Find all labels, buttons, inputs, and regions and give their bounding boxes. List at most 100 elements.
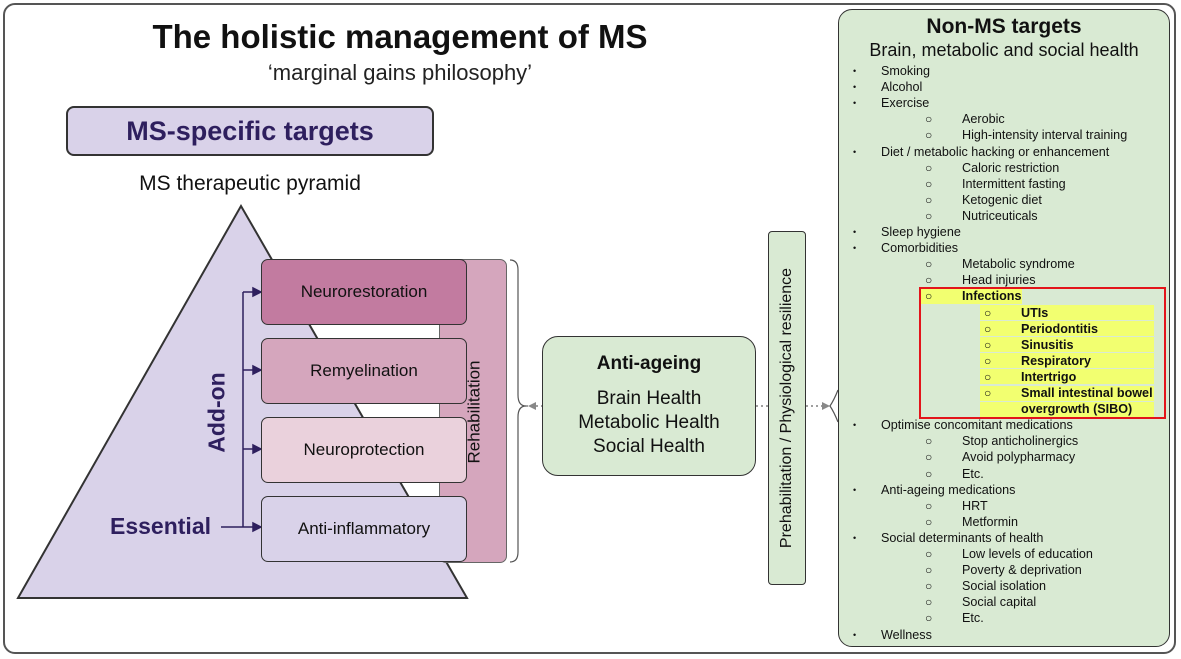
add-on-connectors [221,286,263,533]
bullet-circle-icon: ○ [925,208,933,223]
highlight-bar [980,337,1154,353]
bullet-dot-icon: • [853,532,857,543]
list-item: Respiratory [1021,353,1091,368]
list-item: Comorbidities [881,241,958,256]
ms-specific-heading: MS-specific targets [66,106,434,156]
list-item: Metformin [962,514,1018,529]
list-item: Social capital [962,595,1037,610]
bullet-circle-icon: ○ [925,498,933,513]
list-item: Small intestinal bowel [1021,386,1153,400]
anti-ageing-item: Brain Health [596,388,702,409]
bullet-circle-icon: ○ [925,563,933,578]
highlight-frame [919,287,1166,419]
non-ms-subtitle: Brain, metabolic and social health [869,40,1139,60]
bullet-circle-icon: ○ [984,386,992,400]
bullet-circle-icon: ○ [925,595,933,610]
bullet-circle-icon: ○ [925,434,933,449]
anti-ageing-box: Anti-ageing Brain Health Metabolic Healt… [542,336,756,476]
list-item: Aerobic [962,112,1005,127]
list-item: Sleep hygiene [881,225,961,239]
page-title: The holistic management of MS [152,18,648,55]
list-item: Caloric restriction [962,160,1060,175]
bullet-dot-icon: • [853,98,857,109]
list-item: Intertrigo [1021,369,1077,384]
bullet-circle-icon: ○ [925,273,933,288]
list-item: UTIs [1021,305,1049,320]
bullet-circle-icon: ○ [925,611,933,626]
list-item: Etc. [962,466,984,481]
bullet-circle-icon: ○ [984,369,992,384]
nonms-brace [829,389,839,423]
add-on-label-wrap: Add-on [192,372,242,452]
highlight-bar [980,385,1154,401]
level-remyelination: Remyelination [261,338,467,404]
bullet-dot-icon: • [853,146,857,157]
bullet-circle-icon: ○ [925,450,933,465]
bullet-circle-icon: ○ [984,321,992,336]
bullet-dot-icon: • [853,420,857,431]
prehab-column [768,231,806,585]
list-item: Stop anticholinergics [962,434,1079,449]
bullet-circle-icon: ○ [925,579,933,594]
list-item: Metabolic syndrome [962,257,1075,272]
list-item: Social isolation [962,579,1047,594]
level-neuroprotection: Neuroprotection [261,417,467,483]
page-subtitle: ‘marginal gains philosophy’ [267,60,533,85]
bullet-circle-icon: ○ [984,305,992,320]
level-neurorestoration: Neurorestoration [261,259,467,325]
highlight-bar [980,321,1154,337]
bullet-circle-icon: ○ [925,112,933,127]
bullet-circle-icon: ○ [925,128,933,143]
list-item: Avoid polypharmacy [962,450,1076,465]
list-item: Social determinants of health [881,530,1044,545]
list-item: Poverty & deprivation [962,563,1082,578]
rehab-brace [509,259,527,563]
list-item: Sinusitis [1021,337,1074,352]
bullet-circle-icon: ○ [925,192,933,207]
list-item: Periodontitis [1021,321,1098,336]
bullet-circle-icon: ○ [984,337,992,352]
list-item: Alcohol [881,80,923,95]
prehab-label-wrap: Prehabilitation / Physiological resilien… [768,231,806,585]
bullet-dot-icon: • [853,484,857,495]
bullet-dot-icon: • [853,82,857,93]
arrow-left-tip [528,402,536,410]
anti-ageing-item: Social Health [593,436,705,457]
list-item: Anti-ageing medications [881,482,1016,497]
list-item: Etc. [962,611,984,626]
bullet-dot-icon: • [853,66,857,76]
bullet-circle-icon: ○ [925,514,933,529]
list-item: Wellness [881,627,932,642]
rehabilitation-label: Rehabilitation [464,360,484,464]
list-item: Diet / metabolic hacking or enhancement [881,144,1110,159]
list-item: Ketogenic diet [962,192,1042,207]
highlight-bar [980,353,1154,369]
list-item: HRT [962,498,988,513]
level-anti-inflammatory: Anti-inflammatory [261,496,467,562]
bullet-circle-icon: ○ [925,160,933,175]
bullet-circle-icon: ○ [925,547,933,561]
highlight-bar [980,305,1154,320]
bullet-circle-icon: ○ [925,176,933,191]
non-ms-title: Non-MS targets [926,15,1082,38]
pyramid-label: MS therapeutic pyramid [139,172,361,195]
arrow-right-tip [822,402,830,410]
list-item: Optimise concomitant medications [881,418,1073,433]
list-item: Infections [962,289,1022,304]
bullet-circle-icon: ○ [925,466,933,481]
add-on-label: Add-on [203,371,230,453]
bullet-dot-icon: • [853,227,857,237]
highlight-bar [980,401,1154,417]
rehabilitation-label-wrap: Rehabilitation [458,300,490,524]
list-item: Nutriceuticals [962,208,1038,223]
list-item: overgrowth (SIBO) [1021,402,1133,417]
list-item: Low levels of education [962,547,1093,561]
bullet-dot-icon: • [853,629,857,640]
highlight-bar [980,369,1154,385]
outer-frame [3,3,1176,654]
list-item: Intermittent fasting [962,176,1066,191]
anti-ageing-item: Metabolic Health [578,412,720,433]
bullet-circle-icon: ○ [925,289,933,304]
bullet-circle-icon: ○ [984,353,992,368]
